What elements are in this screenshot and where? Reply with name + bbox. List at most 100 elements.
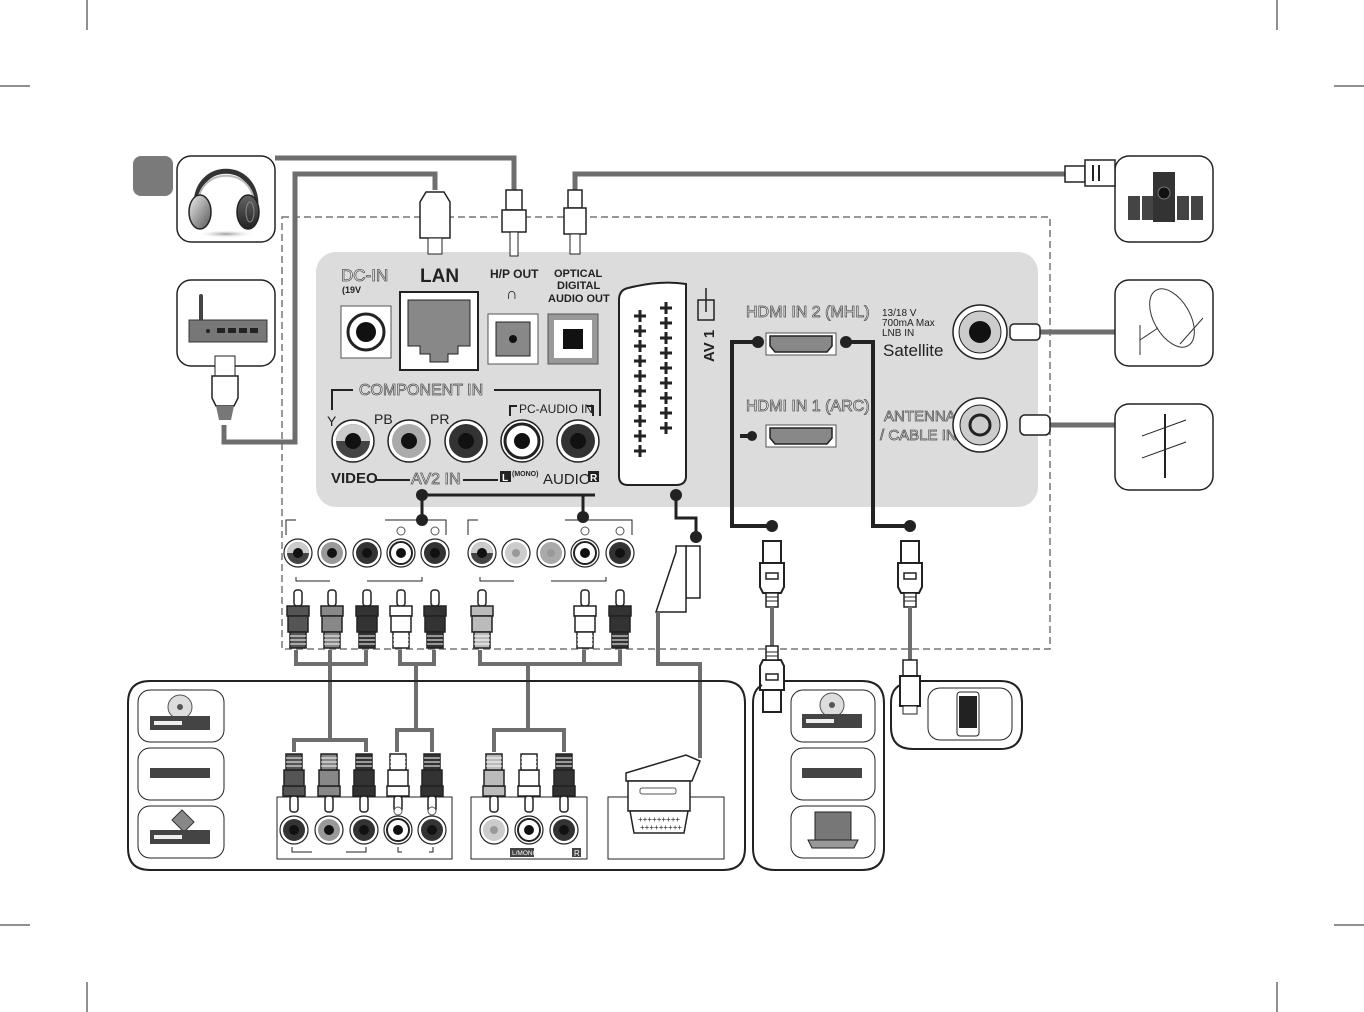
device-jack	[570, 538, 600, 568]
laptop-icon	[807, 811, 859, 849]
optical-plug-speaker	[1064, 159, 1116, 187]
mono-l-label: L	[502, 473, 508, 484]
mhl-plug-lower	[899, 659, 921, 715]
device-jack	[420, 538, 450, 568]
lnb-spec-1: 13/18 V	[882, 308, 917, 319]
device-jack	[279, 815, 309, 845]
rca-cables	[292, 650, 622, 752]
hp-out-label: H/P OUT	[490, 267, 539, 281]
router-icon	[188, 294, 268, 343]
hdmi2-label: HDMI IN 2 (MHL)	[746, 304, 870, 321]
dc-in-port[interactable]	[340, 305, 392, 359]
svg-text:+++++++++: +++++++++	[640, 823, 682, 832]
recorder-icon	[150, 809, 210, 844]
lan-port[interactable]	[399, 291, 479, 371]
scart-pin	[660, 302, 672, 314]
device-jack	[283, 538, 313, 568]
scart-pin	[634, 310, 646, 322]
scart-pin	[634, 370, 646, 382]
lmono-label: L/MONO	[512, 850, 538, 857]
dvd-player-icon	[150, 694, 210, 730]
scart-pin	[660, 407, 672, 419]
dc-in-spec: (19V	[342, 285, 361, 295]
rca-plug	[320, 589, 344, 649]
scart-pin	[634, 385, 646, 397]
device-jack	[467, 538, 497, 568]
audio-r-label: R	[590, 473, 598, 484]
jack-y-video[interactable]	[331, 419, 375, 463]
laptop-device[interactable]	[790, 805, 876, 859]
smartphone-device[interactable]	[927, 687, 1013, 741]
hdmi1-label: HDMI IN 1 (ARC)	[746, 398, 870, 415]
recorder-device[interactable]	[137, 805, 225, 859]
scart-pin	[634, 430, 646, 442]
satellite-port[interactable]	[952, 304, 1008, 360]
rca-plug	[389, 589, 413, 649]
scart-plug-device: +++++++++ +++++++++	[625, 754, 701, 834]
r-label-device: R	[574, 849, 580, 858]
scart-av1-port[interactable]	[618, 281, 687, 486]
dc-in-label: DC-IN	[341, 266, 388, 285]
rca-plug	[355, 589, 379, 649]
rca-plug	[286, 589, 310, 649]
speaker-system-icon	[1128, 172, 1203, 222]
jack-audio-r[interactable]	[556, 419, 600, 463]
rca-plug	[423, 589, 447, 649]
pc-audio-in-label: PC-AUDIO IN	[519, 402, 593, 416]
optical-plug-tv	[563, 189, 587, 255]
smartphone-icon	[956, 691, 980, 737]
jack-pr[interactable]	[444, 419, 488, 463]
headphones-device[interactable]	[176, 155, 276, 243]
jack-pb[interactable]	[387, 419, 431, 463]
scart-pin	[660, 362, 672, 374]
scart-pin	[634, 400, 646, 412]
scart-pin	[634, 445, 646, 457]
mono-label: (MONO)	[512, 471, 538, 478]
set-top-box-device[interactable]	[137, 747, 225, 801]
svg-text:+++++++++: +++++++++	[638, 815, 680, 824]
device-jack	[536, 538, 566, 568]
av-jacks-group-1	[283, 519, 450, 582]
hdmi-dots	[416, 336, 916, 543]
device-jack	[383, 815, 413, 845]
hdmi-plug-device	[759, 540, 785, 608]
scart-pin	[634, 325, 646, 337]
optical-label-2: DIGITAL	[557, 280, 600, 292]
headphones-icon	[188, 168, 260, 230]
headphone-plug-tv	[501, 189, 527, 257]
hdmi1-port[interactable]	[765, 424, 837, 448]
antenna-port[interactable]	[952, 397, 1008, 453]
optical-label-1: OPTICAL	[554, 268, 603, 280]
av1-label: AV 1	[701, 330, 718, 362]
pb-label: PB	[374, 411, 393, 427]
satellite-dish-device[interactable]	[1009, 279, 1214, 367]
set-top-box-icon	[150, 768, 210, 778]
device-jack	[479, 815, 509, 845]
scart-pin	[660, 317, 672, 329]
hdmi2-port[interactable]	[765, 332, 837, 356]
lnb-spec-2: 700mA Max	[882, 318, 935, 329]
optical-port[interactable]	[547, 313, 599, 365]
set-top-box-device-hdmi[interactable]	[790, 747, 876, 801]
dvd-player-device-hdmi[interactable]	[790, 689, 876, 743]
antenna-label-1: ANTENNA	[884, 408, 956, 425]
dvd-player-device[interactable]	[137, 689, 225, 743]
antenna-icon	[1141, 414, 1187, 478]
speaker-system-device[interactable]	[1064, 155, 1214, 243]
rca-plug	[573, 589, 597, 649]
hp-out-port[interactable]	[487, 313, 539, 365]
device-jack	[352, 538, 382, 568]
device-jack	[386, 538, 416, 568]
scart-pin	[634, 415, 646, 427]
scart-plug-tv	[654, 545, 701, 613]
antenna-device[interactable]	[1019, 403, 1214, 491]
router-device[interactable]	[176, 279, 276, 420]
satellite-dish-icon	[1139, 288, 1204, 355]
y-label: Y	[327, 413, 337, 429]
dvd-player-icon	[802, 692, 862, 728]
lan-plug-router	[211, 355, 239, 420]
rca-plug	[470, 589, 494, 649]
jack-audio-l[interactable]	[500, 419, 544, 463]
scart-pin	[660, 392, 672, 404]
